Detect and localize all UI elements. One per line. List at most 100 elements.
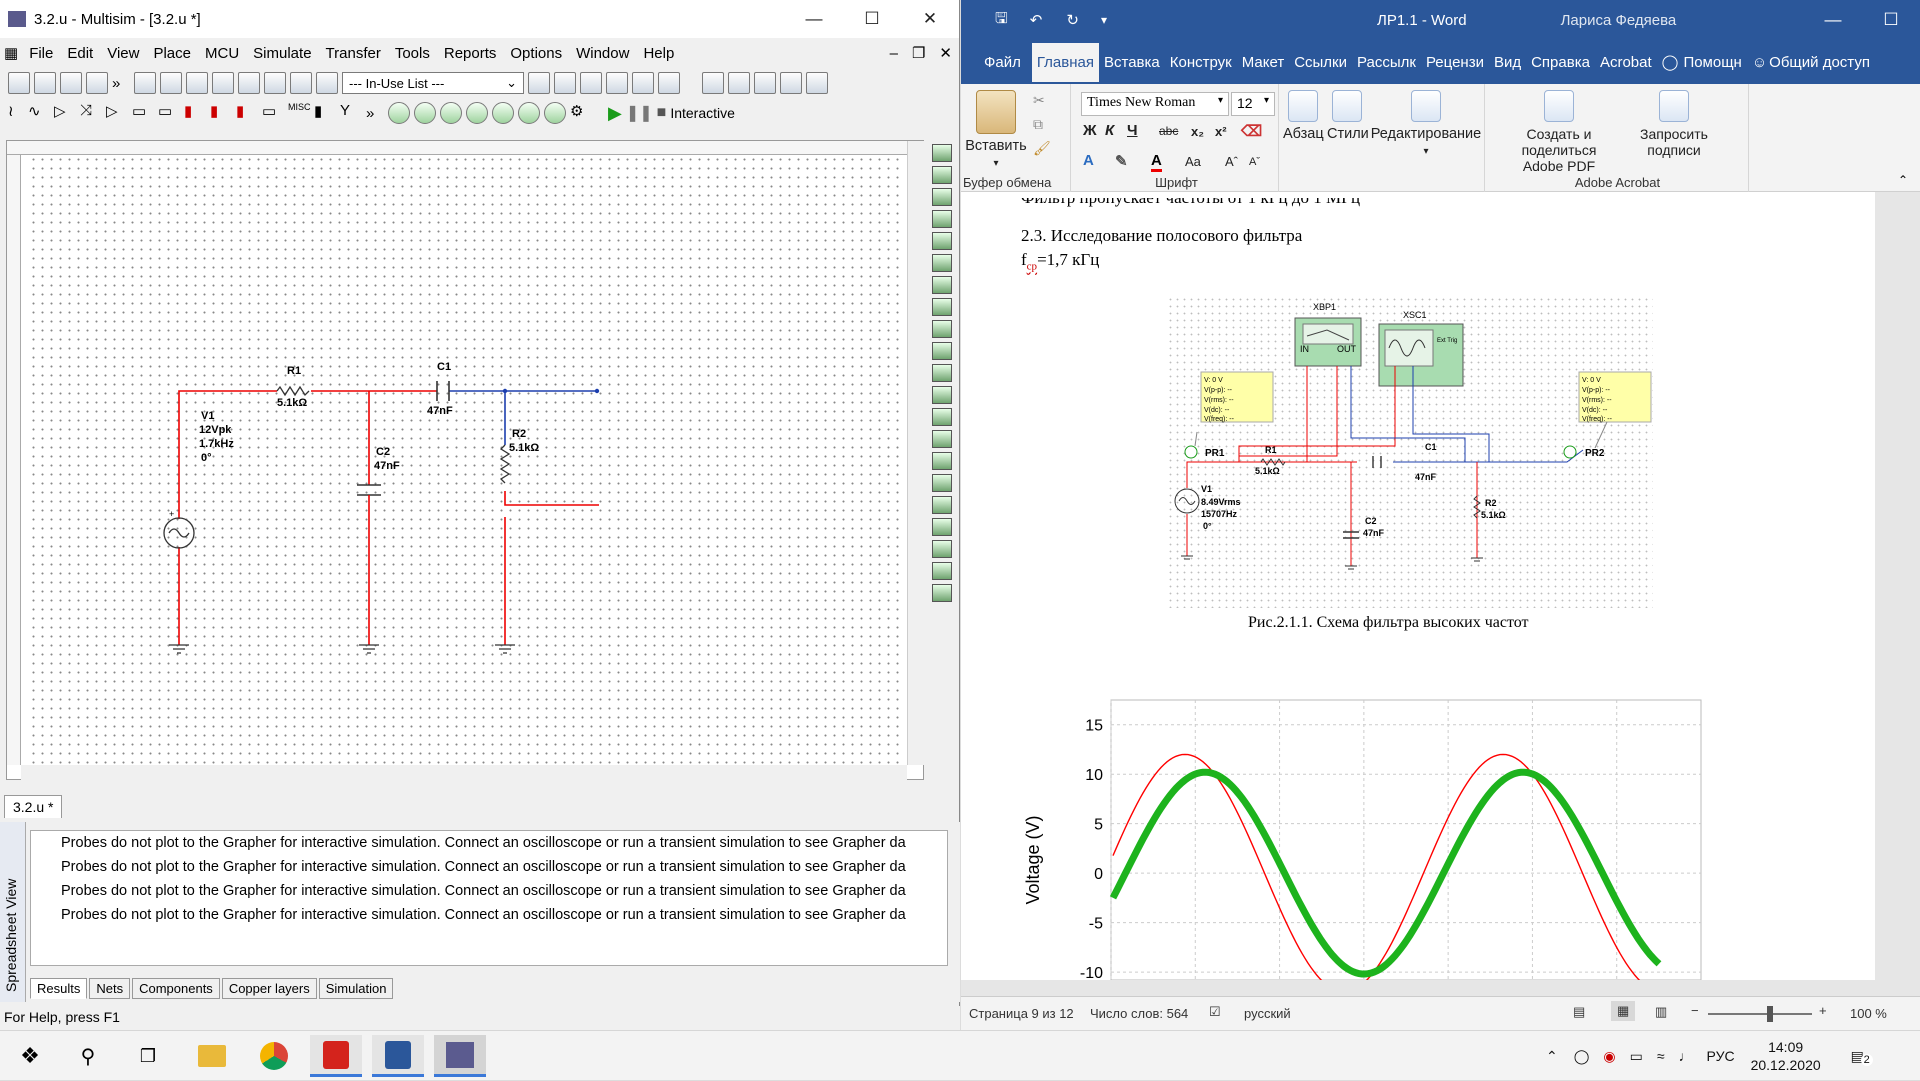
zoom-out-icon[interactable]: − bbox=[1691, 1003, 1699, 1018]
tab-references[interactable]: Ссылки bbox=[1294, 53, 1347, 71]
battery-icon[interactable]: ▭ bbox=[1629, 1047, 1643, 1064]
document-scrollbar[interactable] bbox=[1875, 192, 1920, 980]
tab-acrobat[interactable]: Acrobat bbox=[1599, 53, 1652, 71]
menu-edit[interactable]: Edit bbox=[67, 44, 94, 62]
menu-file[interactable]: File bbox=[29, 44, 54, 62]
find-icon[interactable] bbox=[632, 72, 654, 94]
input-language[interactable]: РУС bbox=[1706, 1048, 1735, 1064]
schematic-canvas[interactable]: + R1 5.1kΩ C1 47nF C2 47nF R2 5.1kΩ V1 1… bbox=[29, 155, 905, 765]
minimize-icon[interactable]: — bbox=[805, 9, 823, 28]
font-name-select[interactable]: Times New Roman▾ bbox=[1081, 92, 1229, 116]
word-icon[interactable] bbox=[372, 1035, 424, 1077]
start-windows-icon[interactable]: ❖ bbox=[20, 1043, 40, 1068]
open-icon[interactable] bbox=[34, 72, 56, 94]
zoom-level[interactable]: 100 % bbox=[1850, 1006, 1887, 1021]
agilent-generator-icon[interactable] bbox=[932, 452, 952, 470]
bode-plotter-icon[interactable] bbox=[932, 254, 952, 272]
tab-layout[interactable]: Макет bbox=[1241, 53, 1285, 71]
customize-qat-icon[interactable]: ▾ bbox=[1100, 13, 1107, 27]
erc-icon[interactable] bbox=[264, 72, 286, 94]
menu-options[interactable]: Options bbox=[510, 44, 563, 62]
interactive-label[interactable]: Interactive bbox=[670, 105, 735, 121]
power-icon[interactable]: ▭ bbox=[262, 103, 277, 120]
user-name[interactable]: Лариса Федяева bbox=[1560, 11, 1677, 29]
styles-button[interactable]: Стили bbox=[1327, 90, 1369, 142]
component-wizard-icon[interactable] bbox=[290, 72, 312, 94]
tab-results[interactable]: Results bbox=[30, 978, 88, 999]
rf-icon[interactable]: ▮ bbox=[314, 103, 323, 120]
network-analyzer-icon[interactable] bbox=[932, 430, 952, 448]
menu-tools[interactable]: Tools bbox=[394, 44, 430, 62]
misc-icon[interactable]: MISC bbox=[288, 102, 311, 112]
superscript-icon[interactable]: x² bbox=[1215, 124, 1227, 139]
zoom-fit-icon[interactable] bbox=[780, 72, 802, 94]
schematic-area[interactable]: + R1 5.1kΩ C1 47nF C2 47nF R2 5.1kΩ V1 1… bbox=[6, 140, 925, 781]
tell-me[interactable]: Помощн bbox=[1683, 53, 1742, 71]
stop-icon[interactable]: ■ bbox=[656, 104, 667, 121]
font-color-icon[interactable]: A bbox=[1151, 152, 1162, 172]
logic-converter-icon[interactable] bbox=[932, 320, 952, 338]
minimize-icon[interactable]: — bbox=[1824, 10, 1842, 29]
language[interactable]: русский bbox=[1244, 1006, 1291, 1021]
read-mode-icon[interactable]: ▤ bbox=[1573, 1004, 1586, 1019]
misc-digital-icon[interactable]: ▮ bbox=[184, 103, 193, 120]
page-count[interactable]: Страница 9 из 12 bbox=[969, 1006, 1074, 1021]
menu-help[interactable]: Help bbox=[643, 44, 675, 62]
menu-reports[interactable]: Reports bbox=[443, 44, 497, 62]
probe-current-icon[interactable] bbox=[414, 102, 436, 124]
multimeter-icon[interactable] bbox=[932, 144, 952, 162]
child-minimize-icon[interactable]: – bbox=[889, 44, 898, 62]
task-view-icon[interactable]: ❐ bbox=[139, 1045, 157, 1066]
word-generator-icon[interactable] bbox=[932, 298, 952, 316]
spreadsheet-icon[interactable] bbox=[160, 72, 182, 94]
tektronix-scope-icon[interactable] bbox=[932, 518, 952, 536]
help-icon[interactable] bbox=[658, 72, 680, 94]
maximize-icon[interactable]: ☐ bbox=[864, 9, 880, 28]
tray-chevron-up-icon[interactable]: ⌃ bbox=[1546, 1047, 1558, 1064]
basic-icon[interactable]: ∿ bbox=[28, 103, 41, 120]
tab-design[interactable]: Конструк bbox=[1169, 53, 1232, 71]
notification-icon[interactable]: ▤2 bbox=[1851, 1048, 1873, 1066]
multisim-icon[interactable] bbox=[434, 1035, 486, 1077]
print-layout-icon[interactable]: ▦ bbox=[1611, 1001, 1636, 1021]
save-icon[interactable]: 🖫 bbox=[995, 9, 1008, 27]
italic-icon[interactable]: К bbox=[1105, 122, 1115, 139]
transfer-icon[interactable] bbox=[580, 72, 602, 94]
more-icon[interactable]: » bbox=[112, 74, 121, 92]
highlight-icon[interactable]: ✎ bbox=[1115, 153, 1128, 170]
child-restore-icon[interactable]: ❐ bbox=[911, 45, 926, 62]
menu-mcu[interactable]: MCU bbox=[205, 44, 240, 62]
new-icon[interactable] bbox=[8, 72, 30, 94]
probe-settings-icon[interactable] bbox=[544, 102, 566, 124]
tab-components[interactable]: Components bbox=[132, 978, 220, 999]
cut-icon[interactable]: ✂ bbox=[1033, 92, 1045, 108]
child-close-icon[interactable]: ✕ bbox=[939, 45, 952, 62]
iv-analyzer-icon[interactable] bbox=[932, 364, 952, 382]
frequency-counter-icon[interactable] bbox=[932, 276, 952, 294]
logic-analyzer-icon[interactable] bbox=[932, 342, 952, 360]
change-case-icon[interactable]: Aa bbox=[1185, 154, 1201, 169]
probe-diff-icon[interactable] bbox=[466, 102, 488, 124]
subscript-icon[interactable]: x₂ bbox=[1191, 124, 1205, 139]
db-manager-icon[interactable] bbox=[316, 72, 338, 94]
cmos-icon[interactable]: ▭ bbox=[158, 103, 173, 120]
run-icon[interactable]: ▶ bbox=[608, 102, 622, 123]
tab-simulation[interactable]: Simulation bbox=[318, 978, 394, 999]
in-use-list-select[interactable]: --- In-Use List ---⌄ bbox=[342, 72, 524, 94]
zoom-out-icon[interactable] bbox=[728, 72, 750, 94]
text-effects-icon[interactable]: A bbox=[1083, 152, 1094, 169]
zoom-in-icon[interactable]: + bbox=[1819, 1003, 1827, 1018]
power-source-icon[interactable]: ≀ bbox=[8, 103, 14, 120]
volume-icon[interactable]: ♩ bbox=[1678, 1048, 1693, 1064]
tab-insert[interactable]: Вставка bbox=[1103, 53, 1160, 71]
distortion-analyzer-icon[interactable] bbox=[932, 386, 952, 404]
acrobat-icon[interactable] bbox=[310, 1035, 362, 1077]
clear-format-icon[interactable]: ⌫ bbox=[1241, 123, 1263, 140]
agilent-scope-icon[interactable] bbox=[932, 496, 952, 514]
menu-transfer[interactable]: Transfer bbox=[325, 44, 381, 62]
format-painter-icon[interactable]: 🖌 bbox=[1033, 140, 1051, 156]
design-toolbox-icon[interactable] bbox=[134, 72, 156, 94]
transfer2-icon[interactable] bbox=[606, 72, 628, 94]
